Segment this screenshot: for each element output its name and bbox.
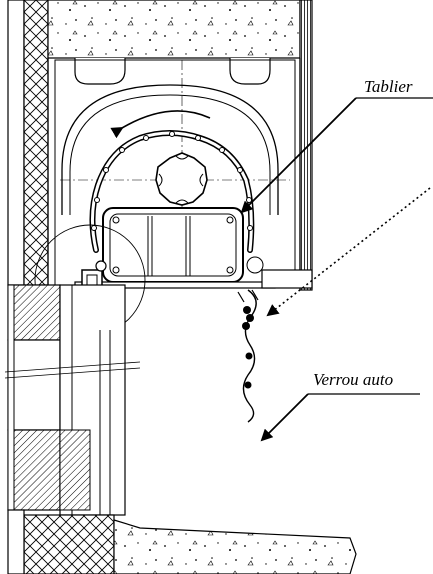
frame-hatched-lower xyxy=(7,429,61,511)
lock-pivot xyxy=(95,260,107,272)
right-sill xyxy=(261,269,313,289)
arched-guide-outer xyxy=(61,84,279,215)
insulation-block-top xyxy=(23,0,49,286)
tablier-label: Tablier xyxy=(364,77,413,96)
shutter-axle xyxy=(155,152,208,206)
right-pulley xyxy=(246,256,264,274)
verrou-auto-beads xyxy=(242,306,254,389)
motor-housing xyxy=(102,207,244,283)
frame-clear-middle xyxy=(7,339,61,431)
motor-screws xyxy=(112,216,234,274)
lintel-notch-left xyxy=(74,58,126,85)
rotation-arrow xyxy=(110,110,211,139)
verrou-auto-label: Verrou auto xyxy=(313,370,394,389)
tablier-callout-arrow xyxy=(240,97,357,214)
wall-plaster-strip xyxy=(7,0,25,286)
insulation-block-bottom xyxy=(23,514,115,574)
verrou-auto-chain xyxy=(242,289,257,423)
break-line-2 xyxy=(4,367,141,379)
motor-rods xyxy=(147,216,191,276)
motor-housing-inner xyxy=(109,213,237,277)
verrou-callout-arrow xyxy=(260,393,309,442)
concrete-lintel-top xyxy=(47,0,301,59)
arched-guide-inner xyxy=(69,94,271,215)
wall-plaster-bottom xyxy=(7,509,25,574)
verrou-hook xyxy=(237,289,259,303)
frame-hatched-upper xyxy=(7,284,61,341)
lintel-notch-right xyxy=(229,58,271,85)
frame-left-edge xyxy=(7,284,15,511)
break-line xyxy=(4,361,141,373)
window-profile-step xyxy=(59,429,91,511)
shutter-box-outline xyxy=(47,58,301,285)
axle-grooves xyxy=(158,155,204,204)
dotted-pointer-arrow xyxy=(266,187,431,317)
concrete-sill-bottom xyxy=(113,519,357,574)
